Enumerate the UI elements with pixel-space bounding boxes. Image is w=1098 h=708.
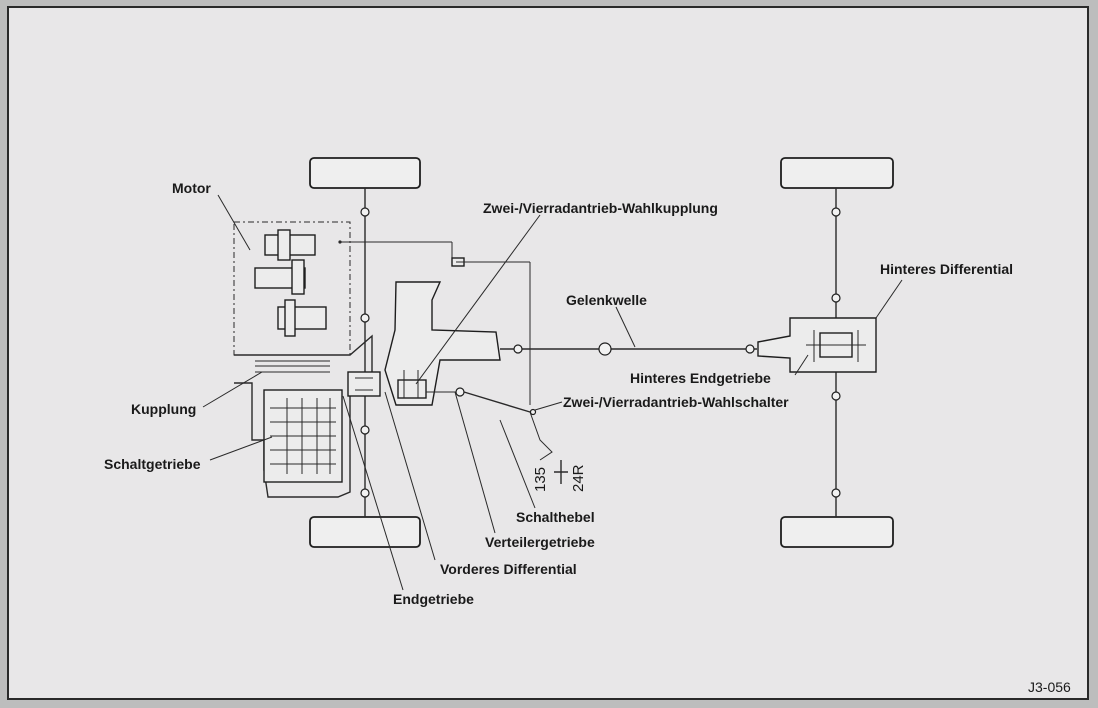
front-differential-unit (347, 371, 381, 397)
gearbox-housing (234, 334, 373, 498)
label-schalthebel: Schalthebel (516, 509, 595, 525)
rear-right-tire (780, 516, 894, 548)
label-vorderes-differential: Vorderes Differential (440, 561, 577, 577)
label-hinteres-differential: Hinteres Differential (880, 261, 1013, 277)
label-schaltgetriebe: Schaltgetriebe (104, 456, 201, 472)
shift-pattern-top: 135 (532, 467, 549, 492)
figure-code: J3-056 (1028, 679, 1071, 695)
label-motor: Motor (172, 180, 211, 196)
front-right-tire (309, 516, 421, 548)
front-axle (360, 188, 370, 517)
shift-pattern-bottom: 24R (570, 464, 587, 492)
diagram-frame (7, 6, 1089, 700)
rear-left-tire (780, 157, 894, 189)
label-verteilergetriebe: Verteilergetriebe (485, 534, 595, 550)
label-wahlkupplung: Zwei-/Vierradantrieb-Wahlkupplung (483, 200, 718, 216)
label-gelenkwelle: Gelenkwelle (566, 292, 647, 308)
label-endgetriebe: Endgetriebe (393, 591, 474, 607)
label-hinteres-endgetriebe: Hinteres Endgetriebe (630, 370, 771, 386)
propeller-shaft (500, 342, 757, 356)
rear-differential-unit (757, 317, 877, 373)
selector-linkage (426, 387, 553, 461)
transfer-case (384, 257, 531, 406)
leader-lines (202, 194, 903, 591)
label-wahlschalter: Zwei-/Vierradantrieb-Wahlschalter (563, 394, 789, 410)
front-left-tire (309, 157, 421, 189)
shift-pattern: 135 24R (532, 460, 587, 492)
label-kupplung: Kupplung (131, 401, 196, 417)
